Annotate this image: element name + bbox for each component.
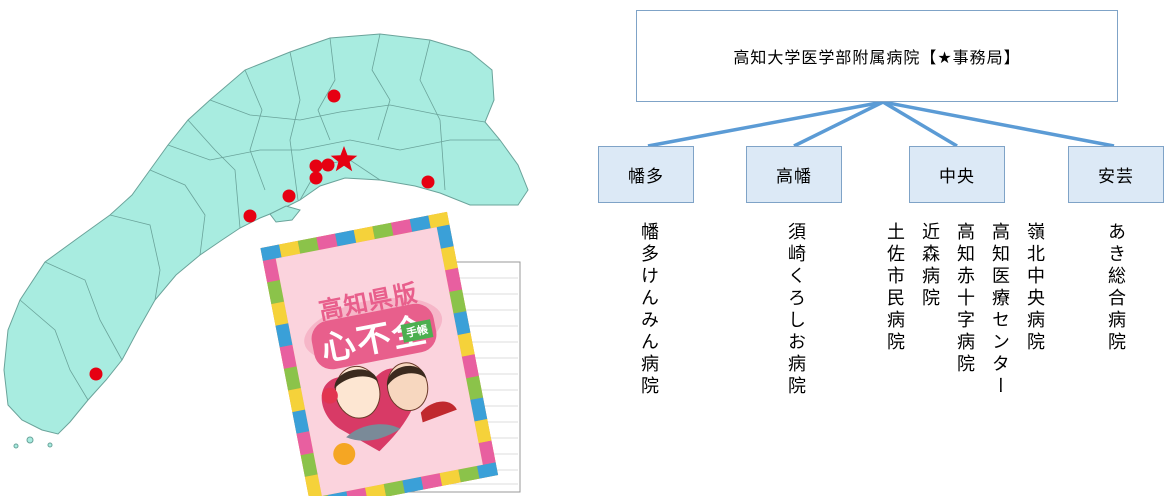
hospital-chikamori: 近森病院 [919,222,940,310]
hospital-markers [89,89,435,381]
region-box-hata: 幡多 [598,146,694,203]
marker-kochi-2 [321,158,335,172]
hospital-tosa-shimin: 土佐市民病院 [884,222,905,354]
notebook-cover [260,211,499,496]
region-box-kohata: 高幡 [746,146,842,203]
hospital-aki-sogo: あき総合病院 [1105,222,1126,354]
secretariat-star-icon [330,146,358,172]
hospital-susaki-kuroshio: 須崎くろしお病院 [785,222,806,398]
marker-reihoku [327,89,341,103]
hospital-hata-kenmin: 幡多けんみん病院 [638,222,659,398]
cover-border-pattern [260,211,499,496]
kochi-map [3,33,529,449]
region-box-chuo: 中央 [909,146,1005,203]
marker-kochi-3 [309,171,323,185]
region-label-chuo: 中央 [939,167,975,187]
region-label-aki: 安芸 [1098,167,1134,187]
municipal-borders [19,33,500,401]
heart-failure-notebook-illustration [260,211,521,496]
hospital-kochi-medical-center: 高知医療センター [989,222,1010,398]
region-label-kohata: 高幡 [776,167,812,187]
region-box-aki: 安芸 [1068,146,1164,203]
islands [13,205,301,449]
marker-kochi-1 [309,159,323,173]
marker-aki [421,175,435,189]
hospital-kochi-red-cross: 高知赤十字病院 [954,222,975,376]
headquarters-label: 高知大学医学部附属病院【★事務局】 [733,48,1021,67]
region-label-hata: 幡多 [628,167,664,187]
marker-hata [89,367,103,381]
marker-susaki [243,209,257,223]
headquarters-box: 高知大学医学部附属病院【★事務局】 [636,10,1118,102]
cover-illustration [321,362,457,465]
prefecture-shape [3,33,529,435]
marker-tosa [282,189,296,203]
hospital-reihoku-chuo: 嶺北中央病院 [1024,222,1045,354]
